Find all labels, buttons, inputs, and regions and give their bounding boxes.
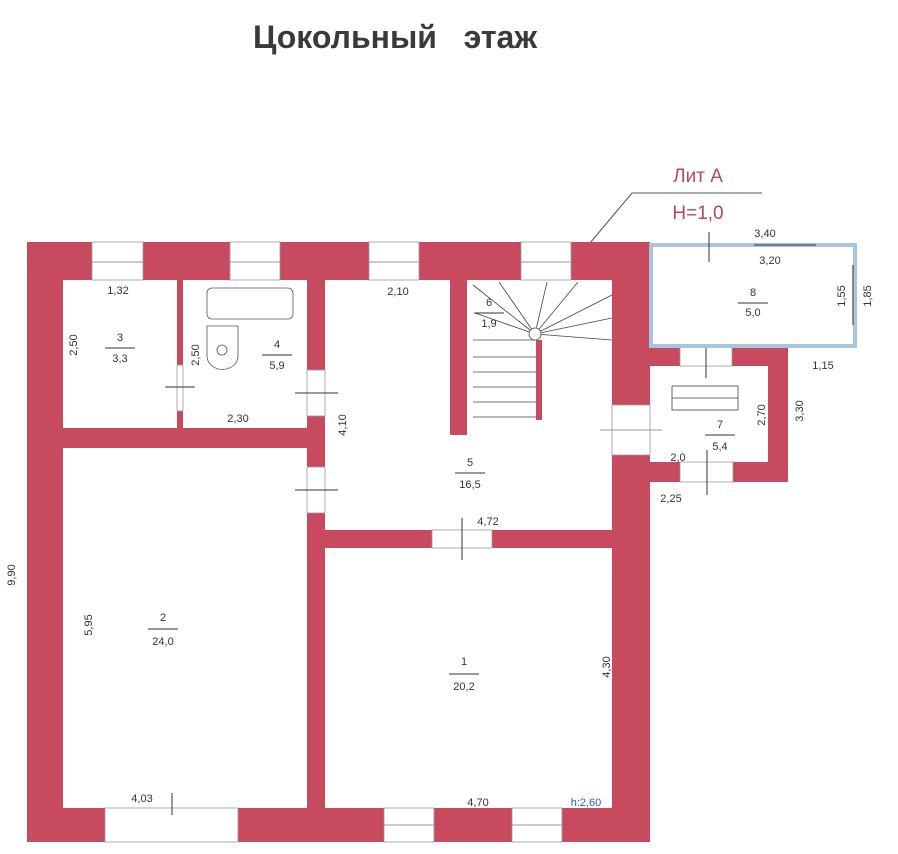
label-rooms-3-area: 5,9	[269, 360, 284, 372]
label-dimensions-d403: 4,03	[131, 793, 152, 805]
label-dimensions-d115: 1,15	[812, 360, 833, 372]
label-dimensions-d430: 4,30	[601, 656, 613, 677]
room-label-1: 120,2	[449, 656, 479, 693]
label-dimensions-d132: 1,32	[107, 285, 128, 297]
room-label-8: 85,0	[738, 287, 768, 319]
label-rooms-5-number: 6	[486, 297, 492, 309]
room-label-5: 516,5	[455, 457, 485, 491]
label-rooms-2-number: 3	[117, 332, 123, 344]
staircase	[472, 281, 739, 418]
bathtub-icon	[206, 287, 294, 320]
label-dimensions-d155: 1,55	[836, 285, 848, 306]
label-rooms-6-area: 5,4	[712, 441, 727, 453]
page-title: Цокольный этаж	[253, 19, 537, 55]
label-rooms-1-number: 2	[160, 612, 166, 624]
label-rooms-3-number: 4	[274, 339, 280, 351]
room-label-3: 33,3	[105, 332, 135, 365]
label-dimensions-d340: 3,40	[754, 228, 775, 240]
label-dimensions-d595: 5,95	[83, 614, 95, 635]
label-rooms-0-number: 1	[461, 656, 467, 668]
label-dimensions-d185: 1,85	[862, 285, 874, 306]
bathroom-fixtures	[206, 287, 294, 370]
label-rooms-2-area: 3,3	[112, 353, 127, 365]
walls	[27, 242, 788, 842]
room-label-2: 224,0	[148, 612, 178, 648]
label-rooms-5-area: 1,9	[481, 318, 496, 330]
label-dimensions-d320: 3,20	[759, 255, 780, 267]
label-dimensions-d210: 2,10	[387, 286, 408, 298]
dimension-labels: 1,32 2,50 2,50 2,30 2,10 4,10 4,72 3,40 …	[6, 228, 874, 809]
lit-height: Н=1,0	[672, 203, 723, 224]
label-dimensions-d250b: 2,50	[190, 344, 202, 365]
doors	[165, 336, 734, 815]
lit-name: Лит А	[673, 166, 723, 187]
label-rooms-0-area: 20,2	[453, 681, 474, 693]
veranda	[649, 232, 857, 348]
room-1	[325, 548, 612, 808]
room-3	[63, 280, 177, 428]
label-dimensions-d330: 3,30	[794, 400, 806, 421]
label-dimensions-d230: 2,30	[227, 413, 248, 425]
label-dimensions-d990: 9,90	[6, 564, 18, 585]
label-dimensions-d225: 2,25	[660, 493, 681, 505]
label-dimensions-d20: 2,0	[670, 452, 685, 464]
room-5	[325, 280, 612, 530]
label-dimensions-ceiling: h:2,60	[571, 797, 602, 809]
label-dimensions-d410: 4,10	[337, 414, 349, 435]
room-label-7: 75,4	[705, 419, 735, 453]
room-labels: 120,2 224,0 33,3 45,9 516,5 61,9 75,4 85…	[105, 287, 768, 693]
label-rooms-4-area: 16,5	[459, 479, 480, 491]
label-rooms-6-number: 7	[717, 419, 723, 431]
label-rooms-7-number: 8	[750, 287, 756, 299]
label-dimensions-d250a: 2,50	[68, 334, 80, 355]
room-label-6: 61,9	[474, 297, 504, 330]
label-dimensions-d470: 4,70	[467, 797, 488, 809]
room-2	[63, 448, 307, 808]
lit-a-label: Лит А Н=1,0	[589, 166, 762, 244]
label-rooms-7-area: 5,0	[745, 307, 760, 319]
label-rooms-4-number: 5	[467, 457, 473, 469]
label-dimensions-d270: 2,70	[756, 404, 768, 425]
label-dimensions-d472: 4,72	[477, 516, 498, 528]
windows	[91, 241, 572, 843]
room-7	[650, 366, 768, 462]
label-rooms-1-area: 24,0	[152, 636, 173, 648]
room-label-4: 45,9	[262, 339, 292, 372]
